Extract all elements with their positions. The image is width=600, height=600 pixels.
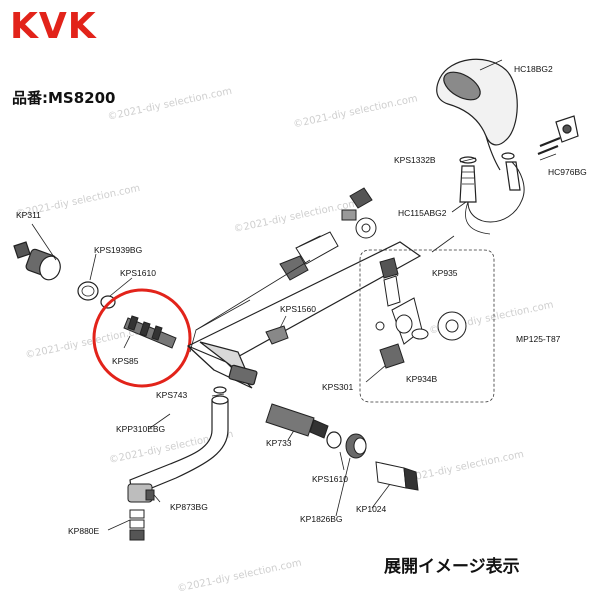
label-kp733: KP733 [266,438,292,448]
label-hc115abg2: HC115ABG2 [398,208,447,218]
label-kps301: KPS301 [322,382,353,392]
label-kp311: KP311 [16,210,41,220]
label-kps1610-upper: KPS1610 [120,268,156,278]
kp935-group-frame [359,249,495,403]
aerator-kp880e [129,509,145,541]
cartridge-kps85 [123,315,177,349]
ring-kps1610-lower [326,431,342,449]
label-kp1826bg: KP1826BG [300,514,343,524]
union-kp733 [265,403,329,439]
valve-kp935 [379,257,429,369]
hose-holder [537,115,579,156]
elbow-kps1560 [265,325,289,345]
label-kps1939bg: KPS1939BG [94,245,142,255]
label-kps1610-lower: KPS1610 [312,474,348,484]
label-kp935: KP935 [432,268,458,278]
label-kps85: KPS85 [112,356,139,366]
shower-hose [467,161,525,223]
label-mp125-t87: MP125-T87 [516,334,561,344]
label-kp873bg: KP873BG [170,502,208,512]
label-hc976bg: HC976BG [548,167,587,177]
model-number: 品番:MS8200 [12,89,116,107]
label-hc18bg2: HC18BG2 [514,64,553,74]
label-kpp310ebg: KPP310EBG [116,424,165,434]
part-labels: HC18BG2 KPS1332B HC976BG HC115ABG2 KP311… [16,64,587,536]
watermark-text: ©2021-diy selection.com [107,86,233,123]
ring-kps1939bg-inner [81,285,95,297]
ring-kps1610-upper [100,295,116,309]
brand-logo: KVK [10,6,97,47]
aerator-kp873bg [127,483,155,503]
watermark-text: ©2021-diy selection.com [292,93,418,130]
cartridge-highlight-circle [92,288,192,388]
shower-hose-drop [465,201,491,235]
hose-adapter [459,152,521,203]
label-kp880e: KP880E [68,526,100,536]
spout-kpp310ebg [129,386,229,497]
label-kp1024: KP1024 [356,504,387,514]
label-kp934b: KP934B [406,374,438,384]
label-kps1560: KPS1560 [280,304,316,314]
watermark-text: ©2021-diy selection.com [399,449,525,486]
label-kps743: KPS743 [156,390,187,400]
watermark-text: ©2021-diy selection.com [176,558,302,595]
union-kp1826bg [345,433,367,459]
watermark-text: ©2021-diy selection.com [233,198,359,235]
oring-kps301 [375,321,385,331]
flange-mp125 [437,311,467,341]
union-kp1024 [375,461,419,491]
label-kps1332b: KPS1332B [394,155,436,165]
upper-fittings [279,187,377,281]
shower-head [436,58,518,171]
mixer-body [186,241,422,389]
handle-cap-kp311 [13,241,61,281]
footer-caption: 展開イメージ表示 [384,557,520,577]
